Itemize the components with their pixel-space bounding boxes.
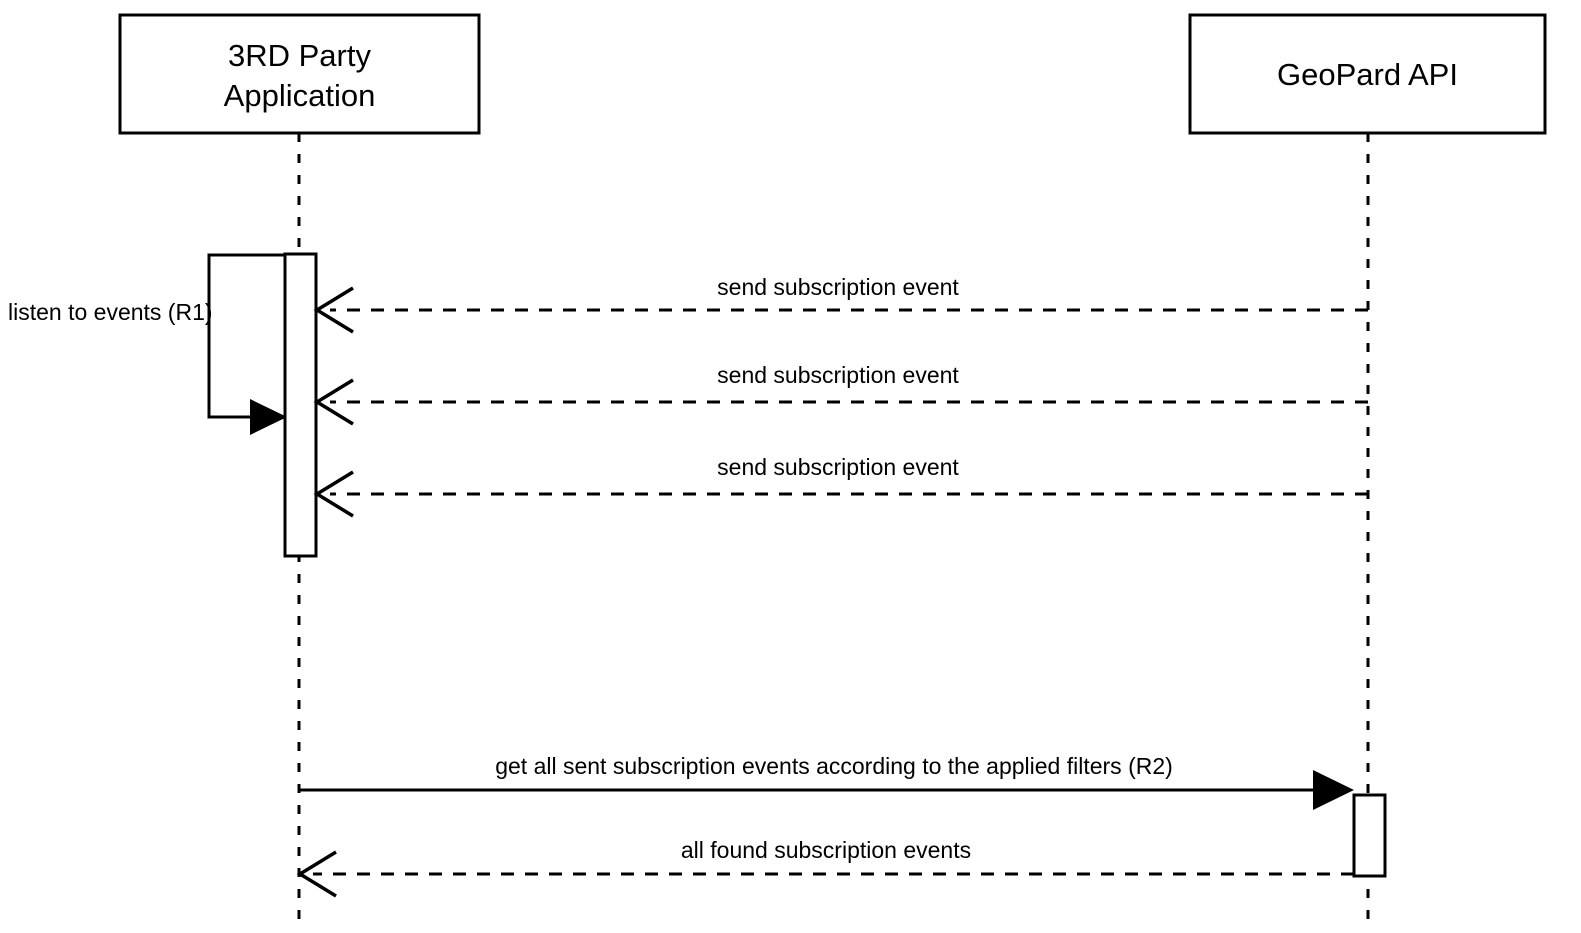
participant-geopard-api[interactable]: GeoPard API bbox=[1188, 13, 1547, 135]
message-send-subscription-event-1[interactable]: send subscription event bbox=[313, 274, 1368, 334]
message-label-all-found-subscription-events: all found subscription events bbox=[681, 837, 971, 863]
arrowhead-open-all-found-subscription-events bbox=[296, 850, 337, 898]
participant-third-party-application[interactable]: 3RD Party Application bbox=[118, 13, 481, 135]
message-listen-to-events[interactable]: listen to events (R1) bbox=[8, 253, 287, 435]
participant-label-third-party-application-line1: 3RD Party bbox=[228, 38, 371, 73]
self-loop-line-listen-to-events bbox=[207, 253, 285, 419]
arrowhead-open-send-subscription-event-2 bbox=[313, 378, 354, 426]
arrowhead-open-send-subscription-event-1 bbox=[313, 286, 354, 334]
activation-bar-third-party-application bbox=[283, 252, 318, 558]
message-send-subscription-event-3[interactable]: send subscription event bbox=[313, 454, 1368, 518]
lifelines bbox=[297, 133, 1370, 925]
message-label-listen-to-events: listen to events (R1) bbox=[8, 299, 213, 325]
arrowhead-open-send-subscription-event-3 bbox=[313, 470, 354, 518]
message-label-send-subscription-event-2: send subscription event bbox=[717, 362, 959, 388]
participant-box-geopard-api[interactable] bbox=[1188, 13, 1547, 135]
message-send-subscription-event-2[interactable]: send subscription event bbox=[313, 362, 1368, 426]
message-get-all-sent-subscription-events[interactable]: get all sent subscription events accordi… bbox=[299, 753, 1354, 810]
activation-bar-geopard-api bbox=[1352, 793, 1387, 878]
participant-label-third-party-application-line2: Application bbox=[224, 78, 376, 113]
participant-box-third-party-application[interactable] bbox=[118, 13, 481, 135]
message-label-send-subscription-event-1: send subscription event bbox=[717, 274, 959, 300]
message-label-send-subscription-event-3: send subscription event bbox=[717, 454, 959, 480]
arrowhead-filled-get-all-sent-subscription-events bbox=[1313, 770, 1354, 810]
message-label-get-all-sent-subscription-events: get all sent subscription events accordi… bbox=[495, 753, 1173, 779]
message-all-found-subscription-events[interactable]: all found subscription events bbox=[296, 837, 1354, 898]
participant-label-geopard-api-line1: GeoPard API bbox=[1277, 57, 1458, 92]
arrowhead-filled-listen-to-events bbox=[250, 399, 287, 435]
